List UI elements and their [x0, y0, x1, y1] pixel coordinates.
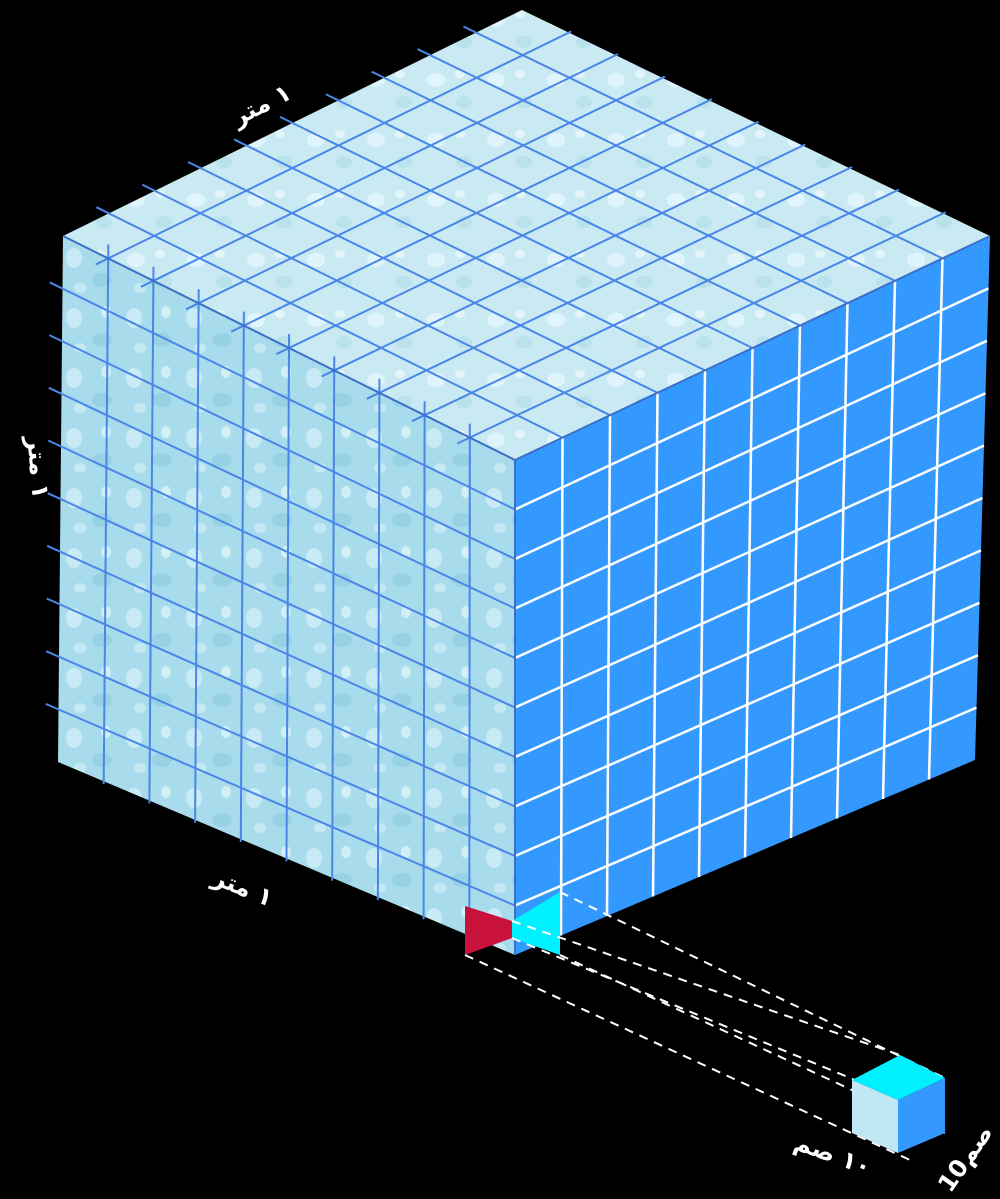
grid-line	[46, 544, 518, 760]
grid-line	[514, 496, 984, 709]
small-cube	[852, 1055, 945, 1153]
grid-line	[141, 183, 613, 418]
grid-line	[48, 334, 518, 562]
grid-line	[275, 120, 759, 355]
grid-line	[835, 303, 849, 819]
top-grid-lines	[95, 25, 947, 445]
grid-line	[927, 258, 944, 780]
grid-line	[456, 211, 947, 445]
grid-line	[411, 188, 900, 423]
grid-line	[468, 423, 471, 939]
grid-line	[514, 601, 981, 808]
grid-line	[279, 115, 756, 351]
bottom-edge-label: ١ متر	[208, 863, 277, 913]
grid-line	[46, 597, 518, 809]
grid-line	[463, 25, 946, 261]
small-cube-front	[852, 1080, 898, 1153]
grid-line	[102, 244, 110, 785]
grid-line	[321, 143, 806, 378]
grid-line	[194, 289, 200, 823]
grid-line	[325, 93, 803, 328]
cyan-corner-marker	[512, 892, 560, 955]
grid-line	[285, 333, 291, 862]
cube-side-face	[515, 236, 990, 955]
grid-line	[371, 70, 851, 306]
grid-line	[47, 492, 518, 710]
grid-line	[45, 702, 518, 908]
left-edge-label: ١ متر	[21, 434, 54, 500]
grid-line	[422, 401, 426, 920]
grid-line	[95, 30, 572, 266]
grid-line	[376, 378, 381, 900]
grid-line	[331, 356, 336, 881]
top-edge-label: ١ متر	[226, 78, 295, 132]
grid-line	[514, 549, 982, 759]
grid-line	[95, 206, 566, 440]
grid-line	[48, 386, 518, 611]
grid-line	[514, 706, 977, 907]
grid-line	[47, 439, 518, 661]
grid-line	[230, 98, 713, 333]
side-grid-lines	[514, 258, 990, 936]
small-cube-top	[852, 1055, 945, 1100]
cube-edges	[62, 235, 991, 955]
projection-dashed-lines	[464, 891, 946, 1161]
grid-line	[239, 311, 245, 843]
grid-line	[187, 161, 661, 395]
red-corner-marker	[465, 906, 512, 955]
grid-line	[789, 325, 802, 839]
front-grid-lines	[45, 244, 518, 939]
grid-line	[140, 53, 619, 288]
grid-line	[881, 280, 897, 800]
grid-line	[148, 266, 155, 804]
grid-line	[514, 654, 979, 858]
grid-line	[233, 138, 708, 373]
cube-top-face	[63, 10, 990, 460]
grid-line	[49, 281, 518, 512]
cube-front-face	[58, 236, 515, 955]
small-cube-side	[898, 1078, 945, 1153]
grid-line	[417, 48, 898, 283]
grid-line	[366, 166, 853, 400]
grid-line	[45, 650, 518, 859]
grid-line	[185, 75, 666, 311]
